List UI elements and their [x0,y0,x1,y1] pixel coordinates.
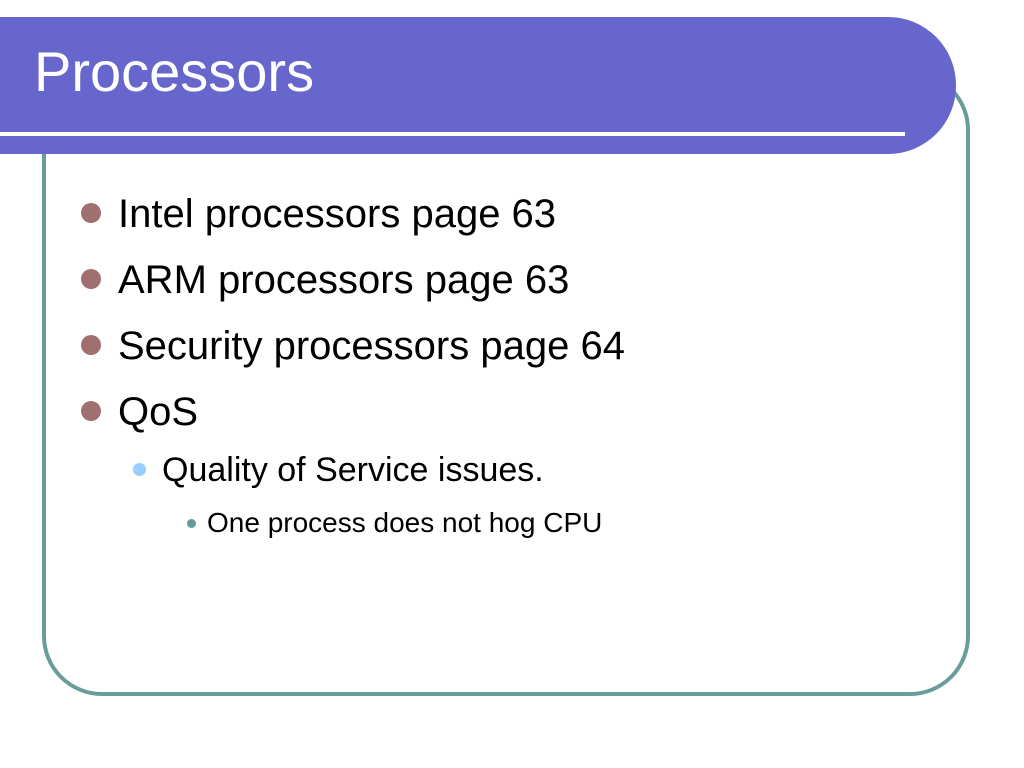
bullet-text: QoS [118,390,199,434]
title-banner [0,17,956,154]
sub-bullet-text: Quality of Service issues. [162,451,544,489]
bullet-item: QoS [81,389,199,435]
bullet-text: ARM processors page 63 [118,258,570,302]
bullet-text: Intel processors page 63 [118,192,557,236]
sub-sub-bullet-text: One process does not hog CPU [207,507,603,538]
sub-sub-bullet-dot-icon [187,519,196,528]
bullet-dot-icon [81,203,101,223]
sub-bullet-item: Quality of Service issues. [133,450,544,490]
title-divider [0,132,905,136]
bullet-item: Security processors page 64 [81,323,625,369]
content-frame [42,70,970,696]
sub-bullet-dot-icon [133,463,146,476]
slide-title: Processors [34,40,315,103]
sub-sub-bullet-item: One process does not hog CPU [187,507,603,539]
bullet-text: Security processors page 64 [118,324,625,368]
bullet-dot-icon [81,269,101,289]
bullet-item: ARM processors page 63 [81,257,570,303]
bullet-dot-icon [81,335,101,355]
bullet-item: Intel processors page 63 [81,191,557,237]
bullet-dot-icon [81,401,101,421]
